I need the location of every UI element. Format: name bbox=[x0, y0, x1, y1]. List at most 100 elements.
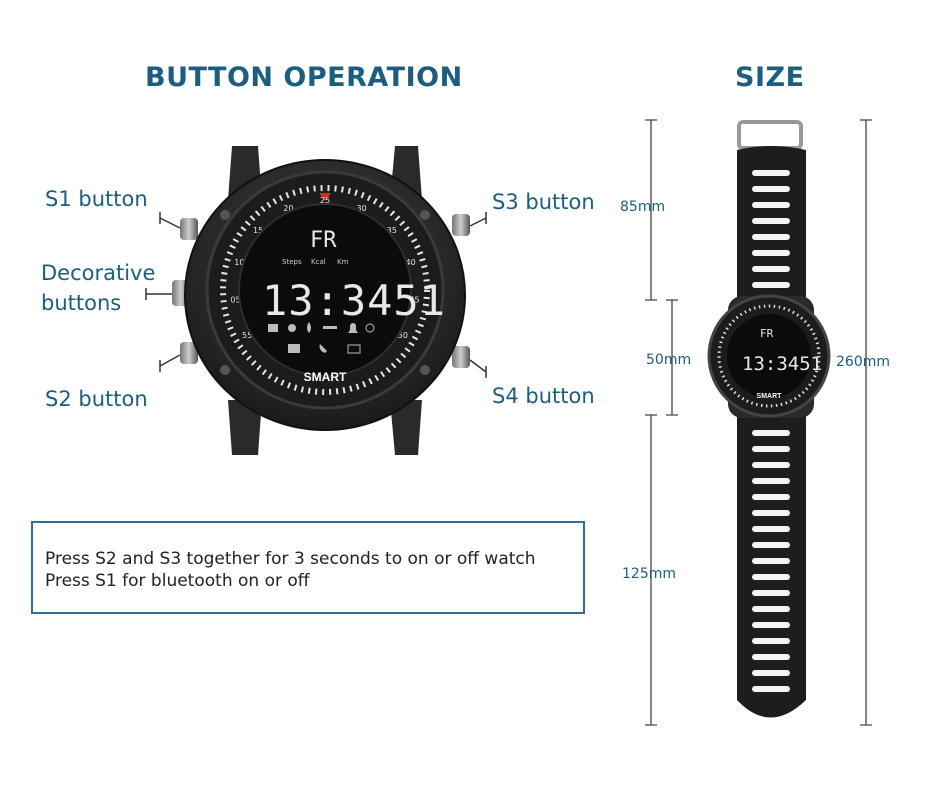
bezel-number: 20 bbox=[283, 204, 293, 213]
lower-strap-dimension: 125mm bbox=[622, 566, 676, 582]
s4-side-button bbox=[452, 346, 470, 368]
watch-sub-label: Kcal bbox=[311, 258, 326, 266]
bezel-number: 55 bbox=[242, 331, 252, 340]
strap-hole bbox=[752, 606, 790, 612]
strap-hole bbox=[752, 430, 790, 436]
strap-hole bbox=[752, 510, 790, 516]
size-title: SIZE bbox=[735, 62, 805, 93]
strap-hole bbox=[752, 638, 790, 644]
bezel-number: 40 bbox=[406, 258, 416, 267]
bezel-number: 10 bbox=[234, 258, 244, 267]
watch-sub-label: Km bbox=[337, 258, 349, 266]
watch-sub-label: Steps bbox=[282, 258, 302, 266]
screw-icon bbox=[220, 210, 230, 220]
bezel-marker bbox=[319, 193, 331, 201]
watch-lug bbox=[390, 400, 422, 455]
strap-hole bbox=[752, 542, 790, 548]
bezel-tick-ring bbox=[220, 185, 430, 395]
strap-hole bbox=[752, 234, 790, 240]
strap-hole bbox=[752, 686, 790, 692]
strap-hole bbox=[752, 622, 790, 628]
watch-lug bbox=[228, 400, 262, 455]
strap-hole bbox=[752, 446, 790, 452]
strap-holes bbox=[752, 170, 790, 692]
watch-icon-row bbox=[268, 322, 375, 354]
case-dimension: 50mm bbox=[646, 352, 692, 368]
strap-hole bbox=[752, 462, 790, 468]
bezel-number: 45 bbox=[409, 295, 419, 304]
upper-strap-dimension: 85mm bbox=[620, 199, 666, 215]
strap-hole bbox=[752, 654, 790, 660]
s1-button-label: S1 button bbox=[45, 187, 148, 211]
small-watch-day: FR bbox=[760, 327, 774, 340]
bezel-numbers: 55 05 10 15 20 25 30 35 40 45 50 bbox=[230, 196, 419, 340]
small-bezel-ring bbox=[717, 304, 821, 408]
s4-button-label: S4 button bbox=[492, 384, 595, 408]
run-icon bbox=[288, 324, 296, 332]
total-length-dimension: 260mm bbox=[836, 354, 890, 370]
instructions-box: Press S2 and S3 together for 3 seconds t… bbox=[31, 521, 585, 614]
bezel-number: 15 bbox=[253, 226, 263, 235]
size-watch-illustration: FR 13:3451 SMART bbox=[707, 120, 831, 718]
bezel-number: 50 bbox=[398, 331, 408, 340]
strap-hole bbox=[752, 590, 790, 596]
phone-icon bbox=[319, 344, 327, 353]
case-dimension-line bbox=[666, 299, 678, 416]
dimension-lines bbox=[645, 119, 872, 726]
distance-icon bbox=[323, 326, 337, 329]
button-operation-title: BUTTON OPERATION bbox=[145, 62, 463, 93]
screw-icon bbox=[420, 210, 430, 220]
instruction-line: Press S2 and S3 together for 3 seconds t… bbox=[45, 549, 536, 569]
screw-icon bbox=[220, 365, 230, 375]
decorative-pointer bbox=[145, 288, 172, 300]
s2-side-button bbox=[180, 342, 198, 364]
watch-time: 13:3451 bbox=[262, 276, 446, 325]
strap-hole bbox=[752, 478, 790, 484]
bell-icon bbox=[348, 323, 358, 333]
watch-brand: SMART bbox=[304, 370, 347, 384]
s2-pointer bbox=[159, 354, 181, 372]
strap-hole bbox=[752, 670, 790, 676]
flame-icon bbox=[307, 322, 311, 333]
strap-hole bbox=[752, 282, 790, 288]
s3-side-button bbox=[452, 214, 470, 236]
bezel-number: 05 bbox=[230, 295, 240, 304]
strap-hole bbox=[752, 218, 790, 224]
small-watch-brand: SMART bbox=[757, 393, 783, 400]
watch-screen bbox=[238, 203, 412, 377]
s1-side-button bbox=[180, 218, 198, 240]
bezel-number: 25 bbox=[320, 196, 330, 205]
strap-hole bbox=[752, 574, 790, 580]
strap-hole bbox=[752, 558, 790, 564]
alarm-icon bbox=[365, 323, 375, 333]
decorative-buttons-label-line1: Decorative bbox=[41, 261, 156, 285]
s3-button-label: S3 button bbox=[492, 190, 595, 214]
bezel-number: 35 bbox=[387, 226, 397, 235]
mail-icon bbox=[347, 344, 361, 354]
total-dimension-line bbox=[860, 119, 872, 726]
s2-button-label: S2 button bbox=[45, 387, 148, 411]
bezel-number: 30 bbox=[357, 204, 367, 213]
upper-strap-dimension-line bbox=[645, 119, 657, 301]
strap-hole bbox=[752, 494, 790, 500]
decorative-buttons-label-line2: buttons bbox=[41, 291, 122, 315]
strap-hole bbox=[752, 266, 790, 272]
strap-hole bbox=[752, 186, 790, 192]
calendar-icon bbox=[268, 324, 278, 332]
pointer-lines bbox=[145, 212, 487, 378]
strap-hole bbox=[752, 170, 790, 176]
lower-strap-dimension-line bbox=[645, 414, 657, 726]
s4-pointer bbox=[469, 359, 487, 378]
strap-hole bbox=[752, 202, 790, 208]
s3-pointer bbox=[469, 212, 487, 227]
strap-hole bbox=[752, 526, 790, 532]
watch-day: FR bbox=[310, 228, 337, 253]
small-watch-time: 13:3451 bbox=[742, 353, 822, 375]
screw-icon bbox=[420, 365, 430, 375]
s1-pointer bbox=[159, 212, 181, 229]
strap-hole bbox=[752, 250, 790, 256]
buckle-icon bbox=[737, 120, 803, 150]
camera-icon bbox=[288, 344, 300, 353]
